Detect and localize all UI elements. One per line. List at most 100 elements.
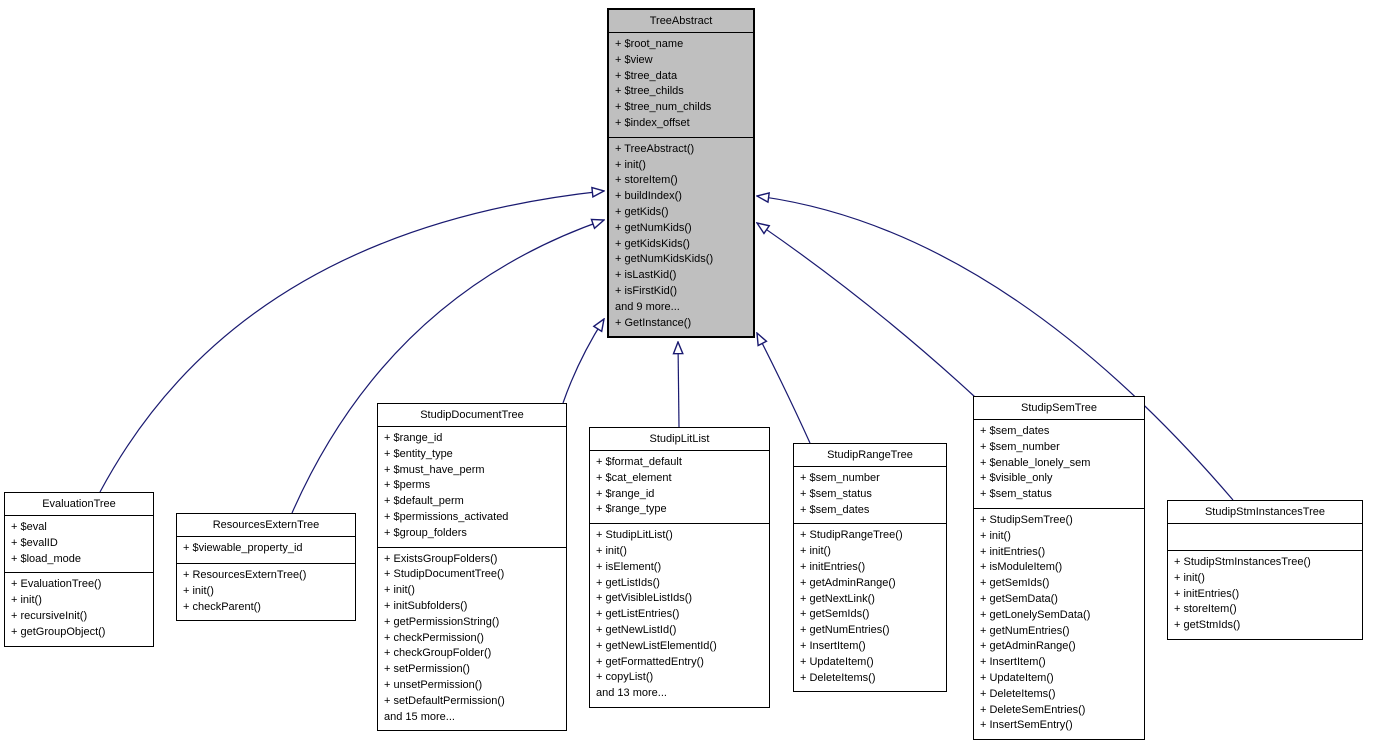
class-title: EvaluationTree bbox=[42, 498, 116, 510]
member-row: + getNewListId() bbox=[596, 623, 677, 636]
member-row: + getKidsKids() bbox=[615, 237, 690, 250]
attributes-compartment: + $eval+ $evalID+ $load_mode bbox=[5, 515, 153, 572]
attributes-compartment: + $sem_number+ $sem_status+ $sem_dates bbox=[794, 466, 946, 523]
member-row: + $tree_childs bbox=[615, 85, 684, 98]
member-row: + setPermission() bbox=[384, 663, 470, 676]
methods-compartment: + TreeAbstract()+ init()+ storeItem()+ b… bbox=[609, 136, 753, 337]
methods-compartment: + StudipStmInstancesTree()+ init()+ init… bbox=[1168, 550, 1362, 639]
member-row: + UpdateItem() bbox=[800, 655, 874, 668]
member-row: + getKids() bbox=[615, 205, 669, 218]
methods-compartment: + ResourcesExternTree() + init() + checkPa… bbox=[177, 563, 355, 620]
member-row: + initEntries() bbox=[980, 545, 1046, 558]
member-row: + $default_perm bbox=[384, 495, 464, 508]
member-row: + $index_offset bbox=[615, 116, 690, 129]
class-box-studiplitlist[interactable]: StudipLitList + $format_default + $cat_el… bbox=[589, 427, 770, 708]
member-row: + $sem_dates bbox=[980, 425, 1050, 437]
member-row: + getListEntries() bbox=[596, 608, 680, 621]
member-row: + storeItem() bbox=[1174, 603, 1237, 616]
member-row: and 13 more... bbox=[596, 687, 667, 700]
member-row: + init() bbox=[800, 545, 831, 558]
member-row: + setDefaultPermission() bbox=[384, 694, 505, 707]
member-row: + isModuleItem() bbox=[980, 561, 1063, 574]
methods-compartment: + StudipSemTree() + init() + initEntries()… bbox=[974, 507, 1144, 739]
member-row: + $sem_dates bbox=[800, 503, 870, 516]
attributes-compartment: + $format_default+ $cat_element+ $range_… bbox=[590, 450, 769, 523]
member-row: + getNewListElementId() bbox=[596, 639, 717, 652]
member-row: + $tree_data bbox=[615, 69, 678, 82]
member-row: + InsertItem() bbox=[800, 639, 866, 652]
member-row: + $root_name bbox=[615, 38, 684, 50]
member-row: + init() bbox=[596, 544, 627, 557]
member-row: + ResourcesExternTree() bbox=[183, 569, 307, 581]
member-row: + UpdateItem() bbox=[980, 671, 1054, 684]
class-box-studipdocumenttree[interactable]: StudipDocumentTree + $range_id+ $entity_… bbox=[377, 403, 567, 732]
class-title: StudipSemTree bbox=[1020, 402, 1098, 414]
member-row: + $enable_lonely_sem bbox=[980, 456, 1091, 469]
member-row: + init() bbox=[1174, 571, 1205, 584]
class-box-treeabstract[interactable]: TreeAbstract + $root_name+ $view+ $tree_… bbox=[607, 8, 755, 339]
member-row: and 15 more... bbox=[384, 710, 455, 723]
member-row: + initSubfolders() bbox=[384, 599, 468, 612]
member-row: + getPermissionString() bbox=[384, 615, 500, 628]
member-row: + isFirstKid() bbox=[615, 284, 678, 297]
attributes-compartment: + $sem_dates + $sem_number + $enable_lonel… bbox=[974, 419, 1144, 508]
member-row: + isElement() bbox=[596, 560, 662, 573]
member-row: + $entity_type bbox=[384, 447, 453, 460]
member-row: + $perms bbox=[384, 479, 431, 492]
class-box-studipsemtree[interactable]: StudipSemTree + $sem_dates+ $sem_number+… bbox=[973, 396, 1145, 741]
member-row: + buildIndex() bbox=[615, 190, 682, 203]
member-row: + $sem_number bbox=[980, 440, 1060, 453]
member-row: + StudipRangeTree() bbox=[800, 529, 903, 542]
class-title: ResourcesExternTree bbox=[212, 519, 320, 531]
member-row: + getNextLink() bbox=[800, 592, 875, 605]
member-row: + checkParent() bbox=[183, 600, 261, 613]
member-row: + $cat_element bbox=[596, 471, 672, 484]
member-row: + init() bbox=[183, 584, 214, 597]
member-row: + ExistsGroupFolders() bbox=[384, 552, 498, 565]
member-row: + StudipDocumentTree() bbox=[384, 568, 505, 581]
member-row: + init() bbox=[384, 584, 415, 597]
member-row: + $evalID bbox=[11, 536, 58, 549]
inheritance-edge-studiprangetree bbox=[757, 333, 811, 444]
member-row: + StudipSemTree() bbox=[980, 513, 1073, 526]
member-row: + getGroupObject() bbox=[11, 625, 106, 638]
methods-compartment: + StudipLitList() + init() + isElement() + … bbox=[590, 523, 769, 707]
member-row: + $format_default bbox=[596, 456, 682, 468]
member-row: + StudipLitList() bbox=[596, 529, 673, 542]
methods-compartment: + StudipRangeTree()+ init()+ initEntries… bbox=[794, 523, 946, 691]
class-box-evaluationtree[interactable]: EvaluationTree + $eval+ $evalID+ $load_m… bbox=[4, 492, 154, 647]
member-row: + DeleteItems() bbox=[800, 671, 876, 684]
member-row: + InsertSemEntry() bbox=[980, 719, 1073, 732]
member-row: + $group_folders bbox=[384, 526, 467, 539]
member-row: + InsertItem() bbox=[980, 656, 1046, 669]
member-row: + getFormattedEntry() bbox=[596, 655, 704, 668]
member-row: + TreeAbstract() bbox=[615, 142, 695, 155]
class-title: StudipRangeTree bbox=[827, 449, 913, 461]
member-row: + getNumEntries() bbox=[980, 624, 1070, 637]
member-row: + $tree_num_childs bbox=[615, 101, 712, 114]
class-title: StudipLitList bbox=[649, 433, 710, 445]
methods-compartment: + ExistsGroupFolders() + StudipDocumentTr… bbox=[378, 546, 566, 731]
inheritance-edge-resourcesexterntree bbox=[291, 220, 604, 514]
member-row: + getListIds() bbox=[596, 576, 660, 589]
member-row: and 9 more... bbox=[615, 300, 680, 313]
class-title: StudipDocumentTree bbox=[420, 409, 524, 421]
member-row: + unsetPermission() bbox=[384, 678, 483, 691]
member-row: + init() bbox=[980, 529, 1011, 542]
member-row: + init() bbox=[615, 158, 646, 171]
member-row: + getAdminRange() bbox=[800, 576, 896, 589]
member-row: + getSemIds() bbox=[980, 577, 1050, 590]
member-row: + init() bbox=[11, 594, 42, 607]
class-box-studipstminstancestree[interactable]: StudipStmInstancesTree + StudipStmInstan… bbox=[1167, 500, 1363, 640]
member-row: + GetInstance() bbox=[615, 316, 692, 329]
member-row: + checkGroupFolder() bbox=[384, 647, 492, 660]
member-row: + $must_have_perm bbox=[384, 463, 485, 476]
member-row: + isLastKid() bbox=[615, 269, 677, 282]
member-row: + copyList() bbox=[596, 671, 654, 684]
member-row: + initEntries() bbox=[1174, 587, 1240, 600]
member-row: + $eval bbox=[11, 521, 47, 533]
class-box-resourcesexterntree[interactable]: ResourcesExternTree + $viewable_property… bbox=[176, 513, 356, 622]
member-row: + getVisibleListIds() bbox=[596, 592, 693, 605]
class-box-studiprangetree[interactable]: StudipRangeTree + $sem_number+ $sem_stat… bbox=[793, 443, 947, 693]
